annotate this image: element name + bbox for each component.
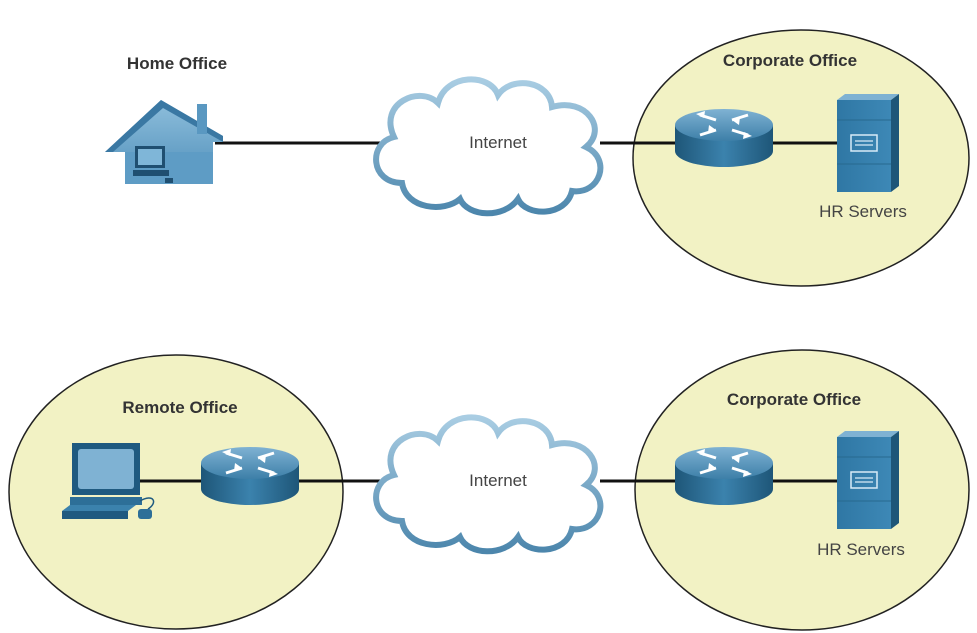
hr-servers-label: HR Servers — [817, 540, 905, 559]
corporate-office-label: Corporate Office — [727, 390, 861, 409]
router-icon — [673, 445, 775, 507]
router-icon — [673, 107, 775, 169]
internet-label: Internet — [469, 133, 527, 152]
internet-label: Internet — [469, 471, 527, 490]
router-icon — [199, 445, 301, 507]
home-office-label: Home Office — [127, 54, 227, 73]
remote-office-zone — [8, 354, 344, 630]
server-icon — [836, 430, 900, 530]
computer-icon — [62, 443, 155, 519]
server-icon — [836, 93, 900, 193]
remote-office-label: Remote Office — [122, 398, 237, 417]
corporate-office-zone — [634, 349, 970, 631]
hr-servers-label: HR Servers — [819, 202, 907, 221]
house-icon — [105, 100, 223, 184]
corporate-office-label: Corporate Office — [723, 51, 857, 70]
